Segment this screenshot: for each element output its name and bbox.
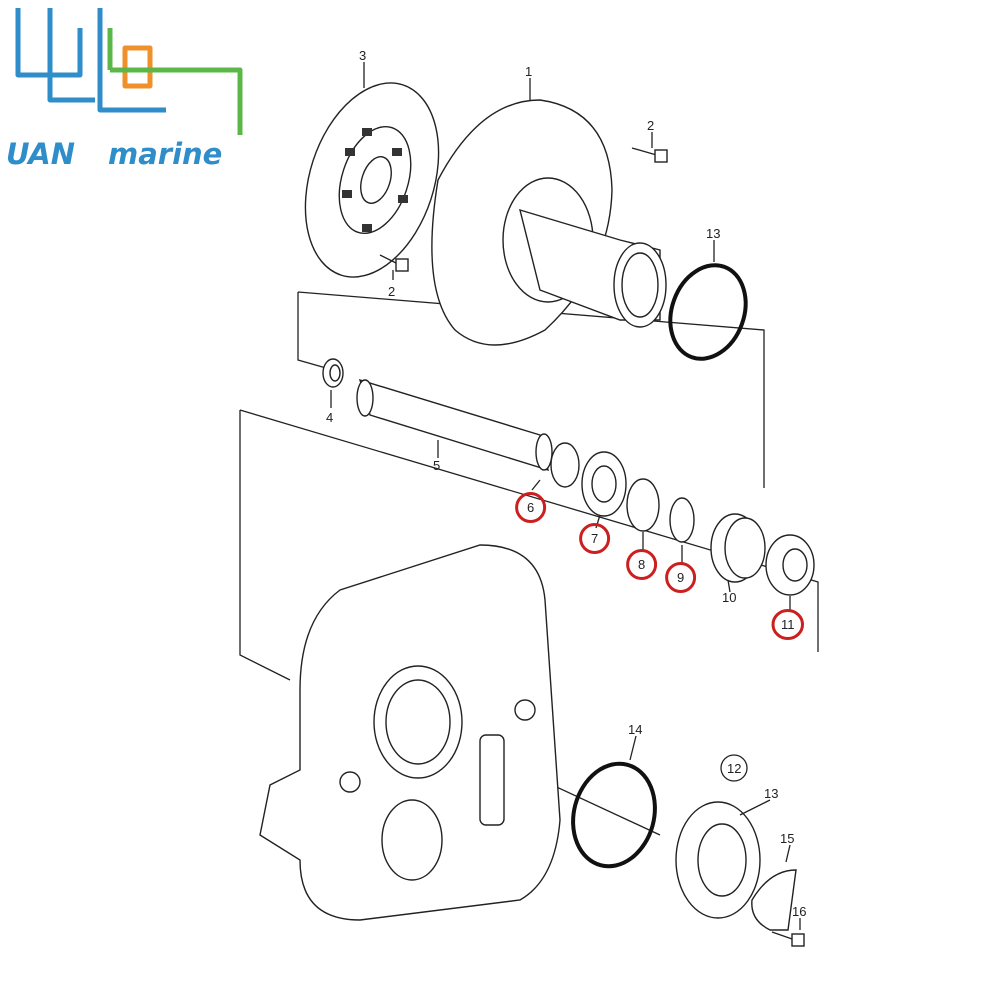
highlight-circle-11 [771,609,804,640]
highlight-circle-6 [515,492,547,523]
part-gear-case [259,544,561,921]
brand-name-secondary: marine [108,137,222,171]
callout-1: 1 [525,64,532,79]
part-o-ring-lower [571,761,657,869]
part-shim-plate [675,801,761,919]
callout-14: 14 [628,722,642,737]
callout-3: 3 [359,48,366,63]
highlight-circles [515,492,804,640]
callout-9: 9 [677,570,684,585]
logo-frame-stroke [47,8,95,103]
highlight-circle-7 [579,523,611,554]
callout-2-upper: 2 [647,118,654,133]
callout-16: 16 [792,904,806,919]
part-input-shaft [356,378,553,472]
callout-8: 8 [638,557,645,572]
part-damper-plate [304,82,440,278]
part-bolt-small [771,931,805,947]
leader-lines [330,62,801,930]
part-retaining-ring-b [669,497,695,543]
part-oil-seal [765,534,815,596]
circled-callout-ring-12 [720,754,748,782]
part-spacer-ring [550,442,580,488]
callout-7: 7 [591,531,598,546]
brand-name-primary: UAN [6,137,75,171]
logo-h-stroke [97,8,166,113]
callout-11: 11 [781,617,795,632]
callout-10: 10 [722,590,736,605]
callout-13-upper: 13 [706,226,720,241]
part-bolt-lower [379,254,409,272]
callout-6: 6 [527,500,534,515]
callout-15: 15 [780,831,794,846]
part-ball-bearing [581,451,627,517]
logo-a-box [122,45,153,89]
callout-5: 5 [433,458,440,473]
part-flywheel-housing [431,99,667,346]
part-o-ring-upper [668,263,748,361]
callout-13-lower: 13 [764,786,778,801]
part-seal [322,358,344,388]
callout-4: 4 [326,410,333,425]
part-sleeve [710,513,766,583]
highlight-circle-9 [665,562,697,593]
part-bolt-upper [631,147,668,163]
callout-2-lower: 2 [388,284,395,299]
logo-n-stroke [107,28,243,135]
brand-logo: UAN marine [6,8,243,171]
part-retaining-ring-a [626,478,660,532]
callout-12: 12 [727,761,741,776]
callout-labels: 3 1 2 2 13 4 5 6 7 8 9 10 11 14 12 13 15… [326,48,806,919]
part-bracket [751,869,797,931]
highlight-circle-8 [626,549,658,580]
